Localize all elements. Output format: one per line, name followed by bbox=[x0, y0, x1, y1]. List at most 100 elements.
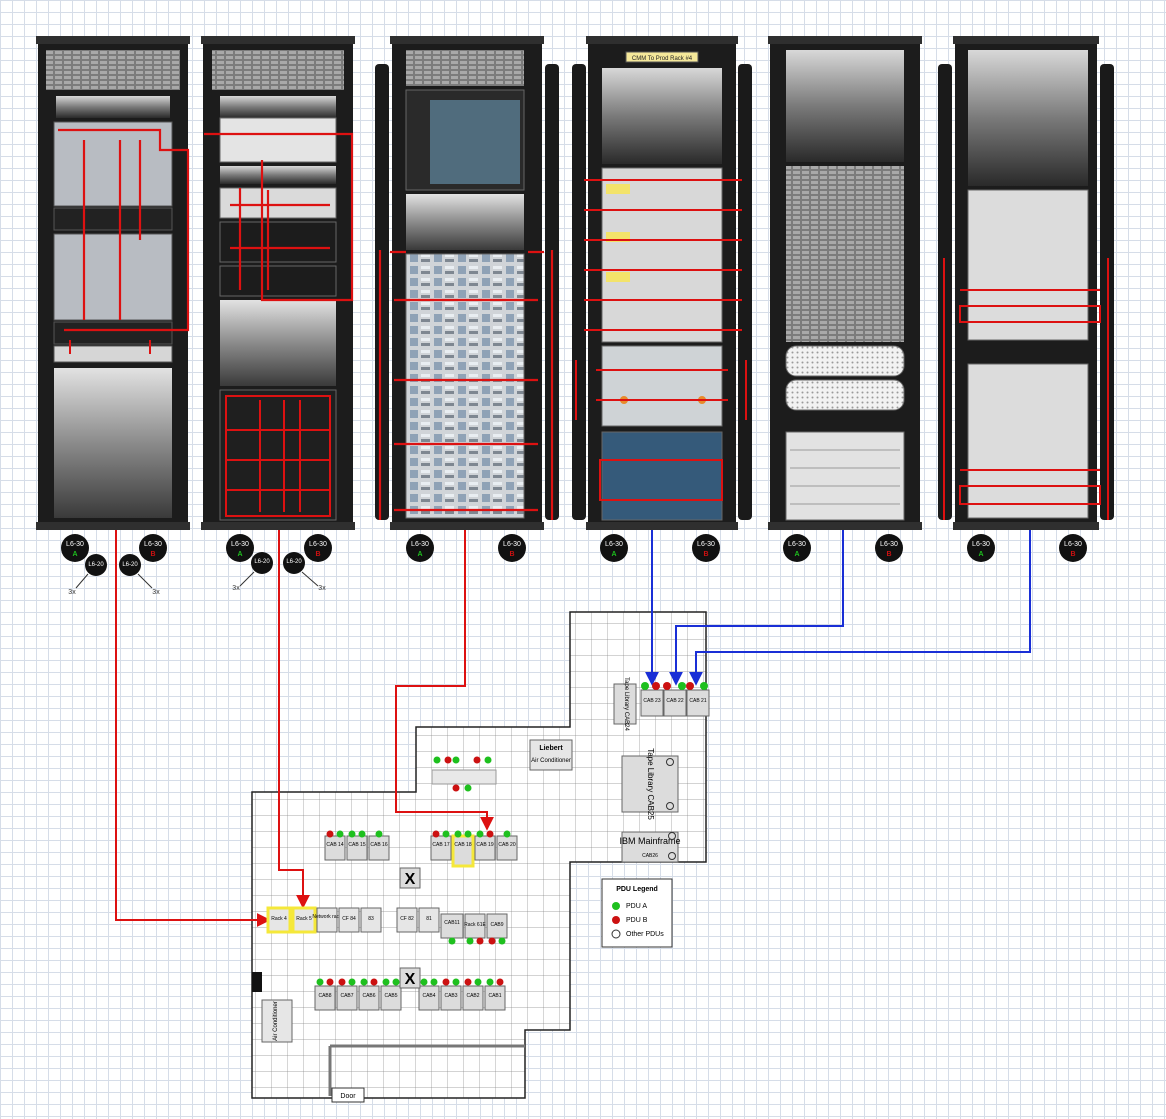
door-gap-marker bbox=[252, 972, 262, 992]
pdu-rack1-l620a: L6-20 bbox=[85, 554, 107, 576]
svg-text:B: B bbox=[1070, 551, 1075, 558]
svg-text:CAB 16: CAB 16 bbox=[370, 842, 387, 848]
r83: 83 bbox=[360, 907, 382, 933]
svg-text:CAB4: CAB4 bbox=[422, 993, 435, 999]
svg-text:CF 84: CF 84 bbox=[342, 916, 356, 922]
cab3: CAB3 bbox=[440, 978, 462, 1011]
svg-text:L6-20: L6-20 bbox=[254, 559, 270, 565]
rack-5[interactable] bbox=[768, 36, 922, 530]
svg-text:L6-20: L6-20 bbox=[88, 562, 104, 568]
svg-text:Door: Door bbox=[340, 1093, 356, 1100]
svg-text:CAB 23: CAB 23 bbox=[643, 698, 660, 704]
blue-connector-rack6 bbox=[689, 530, 1031, 686]
svg-text:A: A bbox=[611, 551, 616, 558]
svg-text:CAB1: CAB1 bbox=[488, 993, 501, 999]
pdu-rack1-b: L6-30 B bbox=[139, 534, 167, 562]
cab8: CAB8 bbox=[314, 978, 336, 1011]
svg-text:CF 82: CF 82 bbox=[400, 916, 414, 922]
svg-text:L6-30: L6-30 bbox=[309, 541, 327, 548]
svg-text:CAB2: CAB2 bbox=[466, 993, 479, 999]
cab23: CAB 23 bbox=[640, 682, 664, 717]
svg-text:PDU B: PDU B bbox=[626, 917, 648, 924]
svg-text:CAB6: CAB6 bbox=[362, 993, 375, 999]
red-connector-rack3 bbox=[395, 530, 494, 831]
svg-text:PDU A: PDU A bbox=[626, 903, 647, 910]
pdu-rack4-a: L6-30 A bbox=[600, 534, 628, 562]
svg-text:L6-30: L6-30 bbox=[1064, 541, 1082, 548]
rack-3[interactable] bbox=[375, 36, 559, 530]
pdu-rack3-a: L6-30 A bbox=[406, 534, 434, 562]
rack-2[interactable] bbox=[201, 36, 355, 530]
pdu-rack1-l620b: L6-20 bbox=[119, 554, 141, 576]
svg-text:B: B bbox=[315, 551, 320, 558]
pdu-legend: PDU Legend PDU A PDU B Other PDUs bbox=[601, 878, 673, 948]
svg-text:Network rack: Network rack bbox=[312, 914, 342, 920]
red-connector-rack1 bbox=[115, 530, 271, 927]
wall-line bbox=[328, 1044, 525, 1096]
rack-1[interactable] bbox=[36, 36, 190, 530]
rack-4[interactable]: CMM To Prod Rack #4 bbox=[572, 36, 752, 530]
rack-banner bbox=[625, 51, 699, 63]
svg-text:L6-20: L6-20 bbox=[286, 559, 302, 565]
svg-text:CAB8: CAB8 bbox=[318, 993, 331, 999]
svg-text:CAB 15: CAB 15 bbox=[348, 842, 365, 848]
rack-6[interactable] bbox=[938, 36, 1114, 530]
svg-text:3x: 3x bbox=[232, 585, 240, 592]
svg-text:Rack 61E: Rack 61E bbox=[464, 922, 486, 928]
svg-text:Rack 5: Rack 5 bbox=[296, 916, 312, 922]
pdu-rack5-a: L6-30 A bbox=[783, 534, 811, 562]
pdu-rack6-a: L6-30 A bbox=[967, 534, 995, 562]
svg-text:A: A bbox=[237, 551, 242, 558]
svg-text:IBM Mainframe: IBM Mainframe bbox=[619, 836, 680, 846]
cabinet-cab20: CAB 20 bbox=[496, 830, 518, 861]
pdu-rack2-b: L6-30 B bbox=[304, 534, 332, 562]
svg-text:CAB7: CAB7 bbox=[340, 993, 353, 999]
svg-text:Air Conditioner: Air Conditioner bbox=[273, 1001, 279, 1041]
pdu-rack2-a: L6-30 A bbox=[226, 534, 254, 562]
svg-text:CAB 21: CAB 21 bbox=[689, 698, 706, 704]
svg-text:A: A bbox=[72, 551, 77, 558]
svg-text:CAB 20: CAB 20 bbox=[498, 842, 515, 848]
cabinet-cab15: CAB 15 bbox=[346, 830, 368, 861]
svg-text:A: A bbox=[978, 551, 983, 558]
rack-banner-text: CMM To Prod Rack #4 bbox=[632, 56, 693, 62]
svg-text:X: X bbox=[405, 971, 416, 988]
svg-text:A: A bbox=[417, 551, 422, 558]
network-rack-floor: Network rack bbox=[312, 907, 342, 933]
svg-text:CAB 14: CAB 14 bbox=[326, 842, 343, 848]
cf84: CF 84 bbox=[338, 907, 360, 933]
cabinet-cab14: CAB 14 bbox=[324, 830, 346, 861]
svg-text:L6-30: L6-30 bbox=[411, 541, 429, 548]
svg-text:X: X bbox=[405, 871, 416, 888]
cab4: CAB4 bbox=[418, 978, 440, 1011]
cabinet-cab16: CAB 16 bbox=[368, 830, 390, 861]
door: Door bbox=[331, 1087, 365, 1103]
svg-text:L6-20: L6-20 bbox=[122, 562, 138, 568]
rack-61e: Rack 61E bbox=[464, 913, 486, 945]
svg-text:81: 81 bbox=[426, 916, 432, 922]
svg-text:Other PDUs: Other PDUs bbox=[626, 931, 664, 938]
cabinet-cab17: CAB 17 bbox=[430, 830, 452, 861]
svg-text:L6-30: L6-30 bbox=[605, 541, 623, 548]
r81: 81 bbox=[418, 907, 440, 933]
svg-text:L6-30: L6-30 bbox=[972, 541, 990, 548]
cab2: CAB2 bbox=[462, 978, 484, 1011]
cluster-upper bbox=[431, 756, 497, 792]
svg-text:L6-30: L6-30 bbox=[503, 541, 521, 548]
svg-text:83: 83 bbox=[368, 916, 374, 922]
liebert-top: Liebert Air Conditioner bbox=[529, 739, 573, 771]
svg-text:B: B bbox=[150, 551, 155, 558]
cab6: CAB6 bbox=[358, 978, 380, 1011]
x-mark-1: X bbox=[399, 867, 421, 889]
svg-text:CAB 17: CAB 17 bbox=[432, 842, 449, 848]
svg-text:CAB 19: CAB 19 bbox=[476, 842, 493, 848]
cab21: CAB 21 bbox=[686, 682, 710, 717]
svg-text:L6-30: L6-30 bbox=[788, 541, 806, 548]
red-connector-rack2 bbox=[278, 530, 310, 909]
blue-connector-rack5 bbox=[669, 530, 844, 686]
svg-text:CAB 22: CAB 22 bbox=[666, 698, 683, 704]
connectors bbox=[115, 530, 1031, 927]
cab22: CAB 22 bbox=[663, 682, 687, 717]
svg-text:B: B bbox=[703, 551, 708, 558]
svg-text:B: B bbox=[886, 551, 891, 558]
